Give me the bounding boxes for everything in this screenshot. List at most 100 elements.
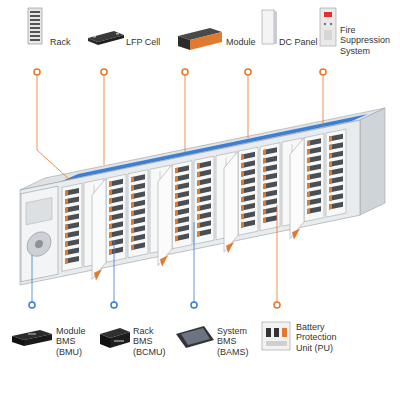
open-door — [158, 165, 172, 266]
module-handle — [329, 136, 332, 142]
part-label: System BMS (BAMS) — [217, 326, 257, 357]
battery-module — [307, 206, 321, 214]
module-handle — [329, 161, 332, 167]
battery-module — [241, 186, 255, 194]
leader-line — [277, 205, 278, 302]
pu-switch — [274, 328, 279, 337]
rack-icon-slot — [30, 35, 40, 37]
module-handle — [241, 188, 244, 194]
bams-icon — [176, 326, 214, 348]
module-handle — [175, 219, 178, 225]
leader-line — [114, 240, 115, 302]
battery-module — [65, 230, 79, 238]
battery-module — [241, 160, 255, 168]
battery-module — [175, 165, 189, 173]
battery-module — [109, 196, 123, 204]
module-handle — [109, 181, 112, 187]
battery-module — [175, 216, 189, 224]
battery-module — [131, 234, 145, 242]
module-handle — [109, 198, 112, 204]
battery-module — [65, 222, 79, 230]
battery-module — [65, 256, 79, 264]
bams-body — [176, 326, 214, 348]
battery-rack — [304, 134, 324, 222]
battery-module — [197, 195, 211, 203]
module-handle — [307, 166, 310, 172]
module-handle — [263, 158, 266, 164]
battery-module — [307, 138, 321, 146]
ac-hub — [35, 239, 43, 249]
module-handle — [329, 187, 332, 193]
module-handle — [175, 202, 178, 208]
bmu-side — [24, 334, 52, 346]
module-handle — [329, 170, 332, 176]
module-handle — [131, 219, 134, 225]
module-handle — [241, 171, 244, 177]
callout-dot — [34, 69, 40, 75]
module-handle — [109, 215, 112, 221]
part-label: Battery Protection Unit (PU) — [296, 322, 352, 353]
module-handle — [109, 249, 112, 255]
module-handle — [329, 144, 332, 150]
battery-module — [307, 189, 321, 197]
battery-module — [175, 199, 189, 207]
leader-lines — [32, 75, 323, 302]
battery-module — [241, 152, 255, 160]
part-label: Rack BMS (BCMU) — [133, 326, 171, 357]
battery-module — [175, 225, 189, 233]
battery-module — [263, 181, 277, 189]
door-stop — [160, 256, 168, 268]
cell-end — [88, 38, 98, 45]
module-handle — [131, 202, 134, 208]
battery-module — [307, 147, 321, 155]
battery-module — [329, 176, 343, 184]
module-handle — [65, 190, 68, 196]
battery-module — [263, 164, 277, 172]
module-handle — [109, 190, 112, 196]
module-handle — [307, 149, 310, 155]
module-handle — [307, 200, 310, 206]
module-handle — [263, 218, 266, 224]
rack-icon-slot — [30, 19, 40, 21]
module-handle — [307, 140, 310, 146]
module-handle — [65, 258, 68, 264]
module-handle — [197, 223, 200, 229]
module-handle — [241, 214, 244, 220]
module-handle — [175, 236, 178, 242]
pu-switch — [282, 328, 287, 337]
battery-module — [263, 207, 277, 215]
fire-suppression-icon — [320, 8, 336, 46]
dc-panel-icon — [262, 10, 277, 44]
module-handle — [329, 153, 332, 159]
bcmu-connector — [114, 340, 124, 342]
module-handle — [263, 201, 266, 207]
battery-module — [65, 205, 79, 213]
callout-dot — [320, 69, 326, 75]
dc-panel-body — [262, 10, 274, 44]
leader-line — [323, 75, 324, 126]
module-handle — [241, 154, 244, 160]
battery-module — [131, 200, 145, 208]
module-handle — [241, 222, 244, 228]
module-end — [178, 36, 190, 50]
battery-rack — [172, 161, 192, 249]
module-handle — [307, 208, 310, 214]
battery-module — [307, 155, 321, 163]
module-handle — [197, 189, 200, 195]
battery-module — [197, 203, 211, 211]
module-handle — [131, 177, 134, 183]
module-handle — [263, 175, 266, 181]
battery-module — [197, 229, 211, 237]
container-body — [20, 108, 385, 296]
battery-module — [65, 213, 79, 221]
module-handle — [109, 241, 112, 247]
fire-panel-button — [324, 23, 326, 25]
battery-module — [109, 204, 123, 212]
module-handle — [65, 233, 68, 239]
part-label: Module BMS (BMU) — [56, 326, 98, 357]
rack-icon-body — [28, 8, 42, 44]
module-icon — [178, 28, 222, 50]
battery-rack — [194, 156, 214, 244]
battery-module — [109, 187, 123, 195]
